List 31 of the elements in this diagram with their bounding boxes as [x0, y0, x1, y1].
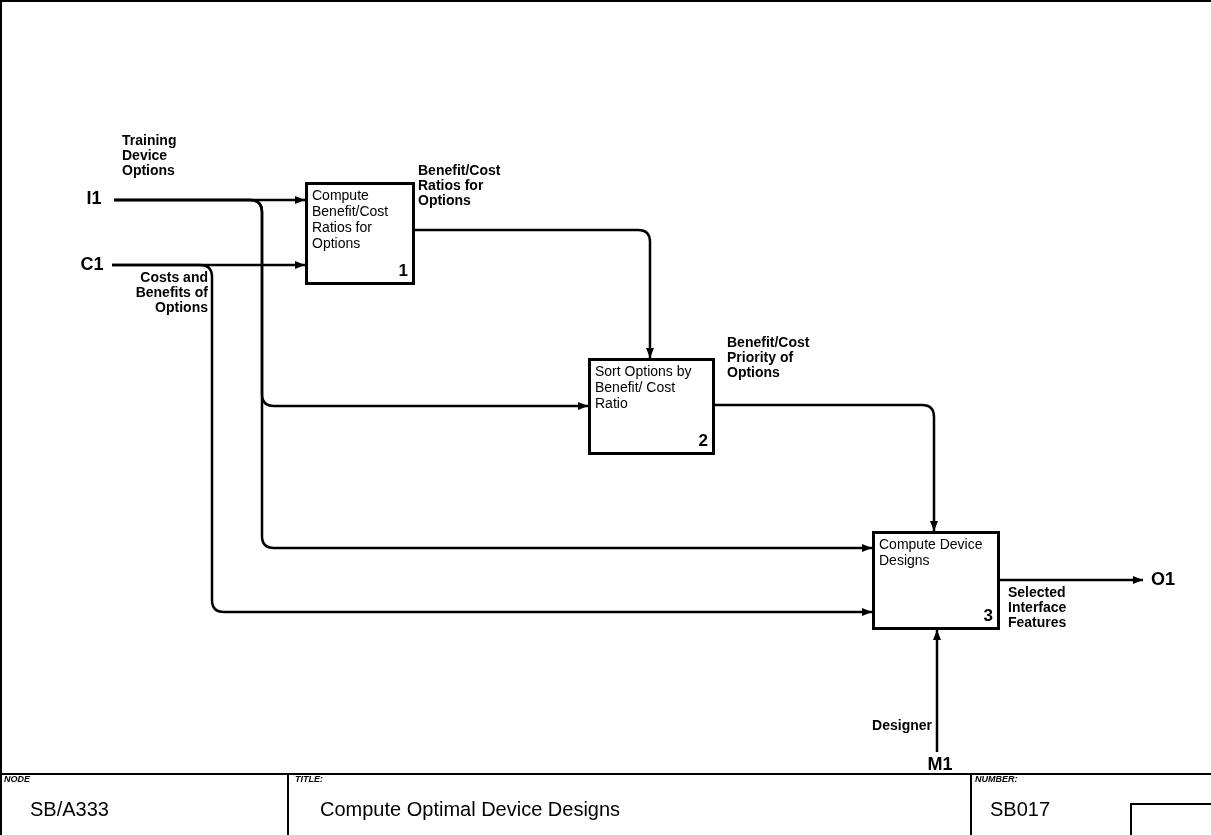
arrow	[715, 403, 938, 531]
edge-label: Benefit/Cost Ratios for Options	[418, 163, 502, 208]
arrow	[112, 263, 872, 616]
arrow	[114, 198, 872, 552]
field-heading: NODE	[4, 774, 30, 785]
process-label: Compute Device Designs	[879, 536, 984, 568]
arrow	[933, 630, 941, 752]
port-label: O1	[1143, 567, 1183, 593]
edge-label: Training Device Options	[122, 133, 178, 178]
process-box	[872, 531, 1000, 630]
box-number: 3	[983, 607, 993, 625]
field-heading: TITLE:	[295, 774, 323, 785]
process-label: Sort Options by Benefit/ Cost Ratio	[595, 363, 693, 411]
field-value: SB/A333	[30, 797, 109, 822]
edge-label: Selected Interface Features	[1008, 585, 1068, 630]
port-label: C1	[72, 252, 112, 278]
field-heading: NUMBER:	[975, 774, 1018, 785]
field-value: Compute Optimal Device Designs	[320, 797, 621, 822]
box-number: 1	[398, 262, 408, 280]
field-value: SB017	[990, 797, 1051, 822]
edge-label: Designer	[871, 718, 932, 733]
edge-label: Costs and Benefits of Options	[134, 270, 208, 315]
process-box	[588, 358, 715, 455]
process-label: Compute Benefit/Cost Ratios for Options	[312, 187, 390, 251]
process-box	[305, 182, 415, 285]
edge-label: Benefit/Cost Priority of Options	[727, 335, 811, 380]
arrow	[1000, 576, 1143, 584]
box-number: 2	[698, 432, 708, 450]
port-label: I1	[74, 186, 114, 212]
arrow	[415, 228, 654, 358]
port-label: M1	[922, 752, 958, 776]
